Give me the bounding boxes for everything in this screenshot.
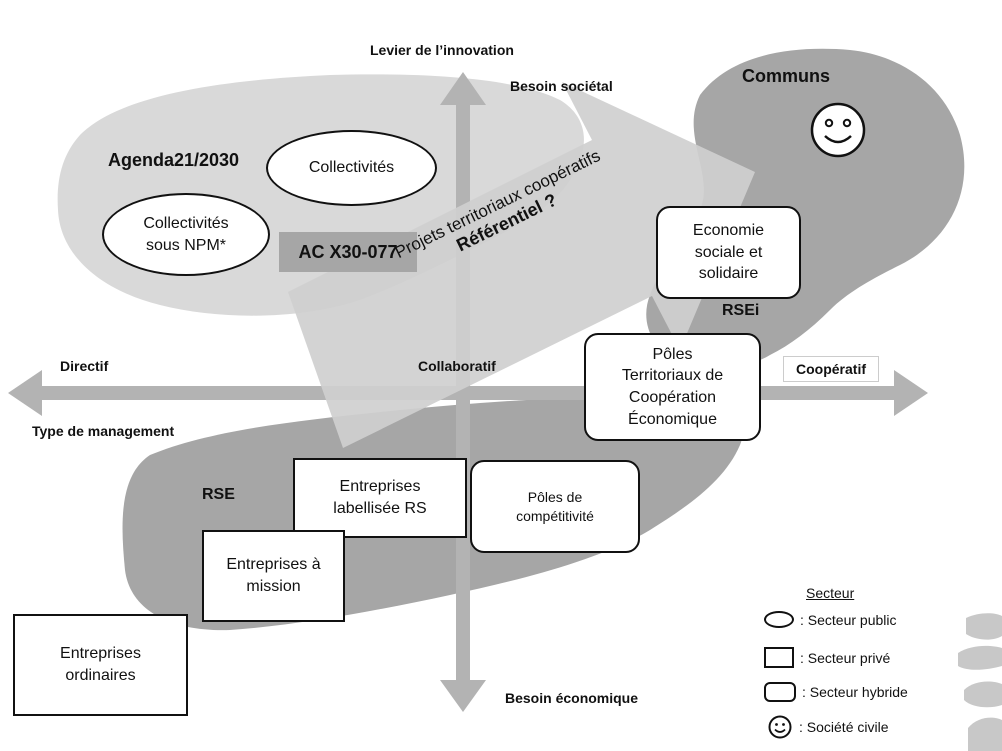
node-economie-sociale-solidaire: Economie sociale et solidaire	[656, 206, 801, 299]
node-collectivites-label: Collectivités	[308, 159, 395, 177]
zone-label-rsei: RSEi	[722, 302, 760, 319]
node-labellisee-line1: Entreprises	[339, 478, 421, 496]
zone-label-communs: Communs	[742, 66, 831, 86]
node-poles-competitivite-line1: Pôles de	[527, 488, 583, 505]
node-ptce-line1: Pôles	[652, 345, 693, 363]
node-mission-line2: mission	[246, 578, 301, 595]
legend-hybride-label: : Secteur hybride	[802, 684, 908, 700]
legend-hybride: : Secteur hybride	[764, 682, 908, 702]
axis-title-management: Type de management	[32, 423, 175, 439]
standard-ac-x30-077: AC X30-077	[279, 232, 417, 272]
ellipse-icon	[764, 611, 794, 628]
management-axis-right-head	[894, 370, 928, 416]
smiley-icon	[810, 102, 866, 158]
legend-swatch-1	[966, 613, 1002, 640]
legend-public: : Secteur public	[764, 611, 897, 628]
legend-swatch-4	[968, 717, 1002, 751]
legend-prive: : Secteur privé	[764, 647, 890, 668]
innovation-axis-top-head	[440, 72, 486, 105]
node-mission-line1: Entreprises à	[226, 556, 321, 574]
axis-label-cooperative: Coopératif	[783, 356, 879, 382]
axis-label-societal-need: Besoin sociétal	[510, 78, 613, 94]
legend-civile-label: : Société civile	[799, 719, 889, 735]
node-labellisee-line2: labellisée RS	[333, 500, 427, 517]
node-collectivites-npm-line1: Collectivités	[143, 214, 229, 232]
node-ordinaires-line1: Entreprises	[60, 645, 141, 663]
legend-swatch-2	[958, 645, 1002, 670]
node-collectivites-npm-line2: sous NPM*	[145, 236, 226, 254]
node-collectivites-npm: Collectivités sous NPM*	[102, 193, 270, 276]
legend-title: Secteur	[806, 585, 855, 601]
axis-label-economic-need: Besoin économique	[505, 690, 639, 706]
node-poles-competitivite: Pôles de compétitivité	[470, 460, 640, 553]
node-entreprises-mission: Entreprises à mission	[202, 530, 345, 622]
zone-label-rse: RSE	[202, 486, 235, 503]
node-ptce-line2: Territoriaux de	[621, 367, 724, 385]
node-ess-line1: Economie	[692, 222, 765, 240]
legend-prive-label: : Secteur privé	[800, 649, 891, 666]
smiley-icon	[768, 715, 792, 739]
rounded-rectangle-icon	[764, 682, 796, 702]
node-ess-line3: solidaire	[698, 265, 759, 283]
node-ptce: Pôles Territoriaux de Coopération Économ…	[584, 333, 761, 441]
axis-label-innovation: Levier de l’innovation	[370, 42, 514, 58]
axis-label-collaborative: Collaboratif	[418, 358, 496, 374]
node-ordinaires-line2: ordinaires	[65, 667, 136, 684]
legend-civile: : Société civile	[764, 715, 888, 739]
node-entreprises-labellisee: Entreprises labellisée RS	[293, 458, 467, 538]
axis-label-directive: Directif	[60, 358, 109, 374]
node-entreprises-ordinaires: Entreprises ordinaires	[13, 614, 188, 716]
management-axis-left-head	[8, 370, 42, 416]
node-poles-competitivite-line2: compétitivité	[516, 507, 594, 524]
zone-label-agenda: Agenda21/2030	[108, 150, 240, 170]
innovation-axis-bottom-head	[440, 680, 486, 712]
node-collectivites: Collectivités	[266, 130, 437, 206]
legend-swatch-3	[964, 681, 1002, 708]
legend-public-label: : Secteur public	[800, 611, 897, 628]
cooperative-projects-arrow	[288, 82, 755, 448]
node-ess-line2: sociale et	[694, 243, 763, 261]
node-ptce-line4: Économique	[628, 410, 717, 428]
node-ptce-line3: Coopération	[628, 389, 717, 406]
rectangle-icon	[764, 647, 794, 668]
